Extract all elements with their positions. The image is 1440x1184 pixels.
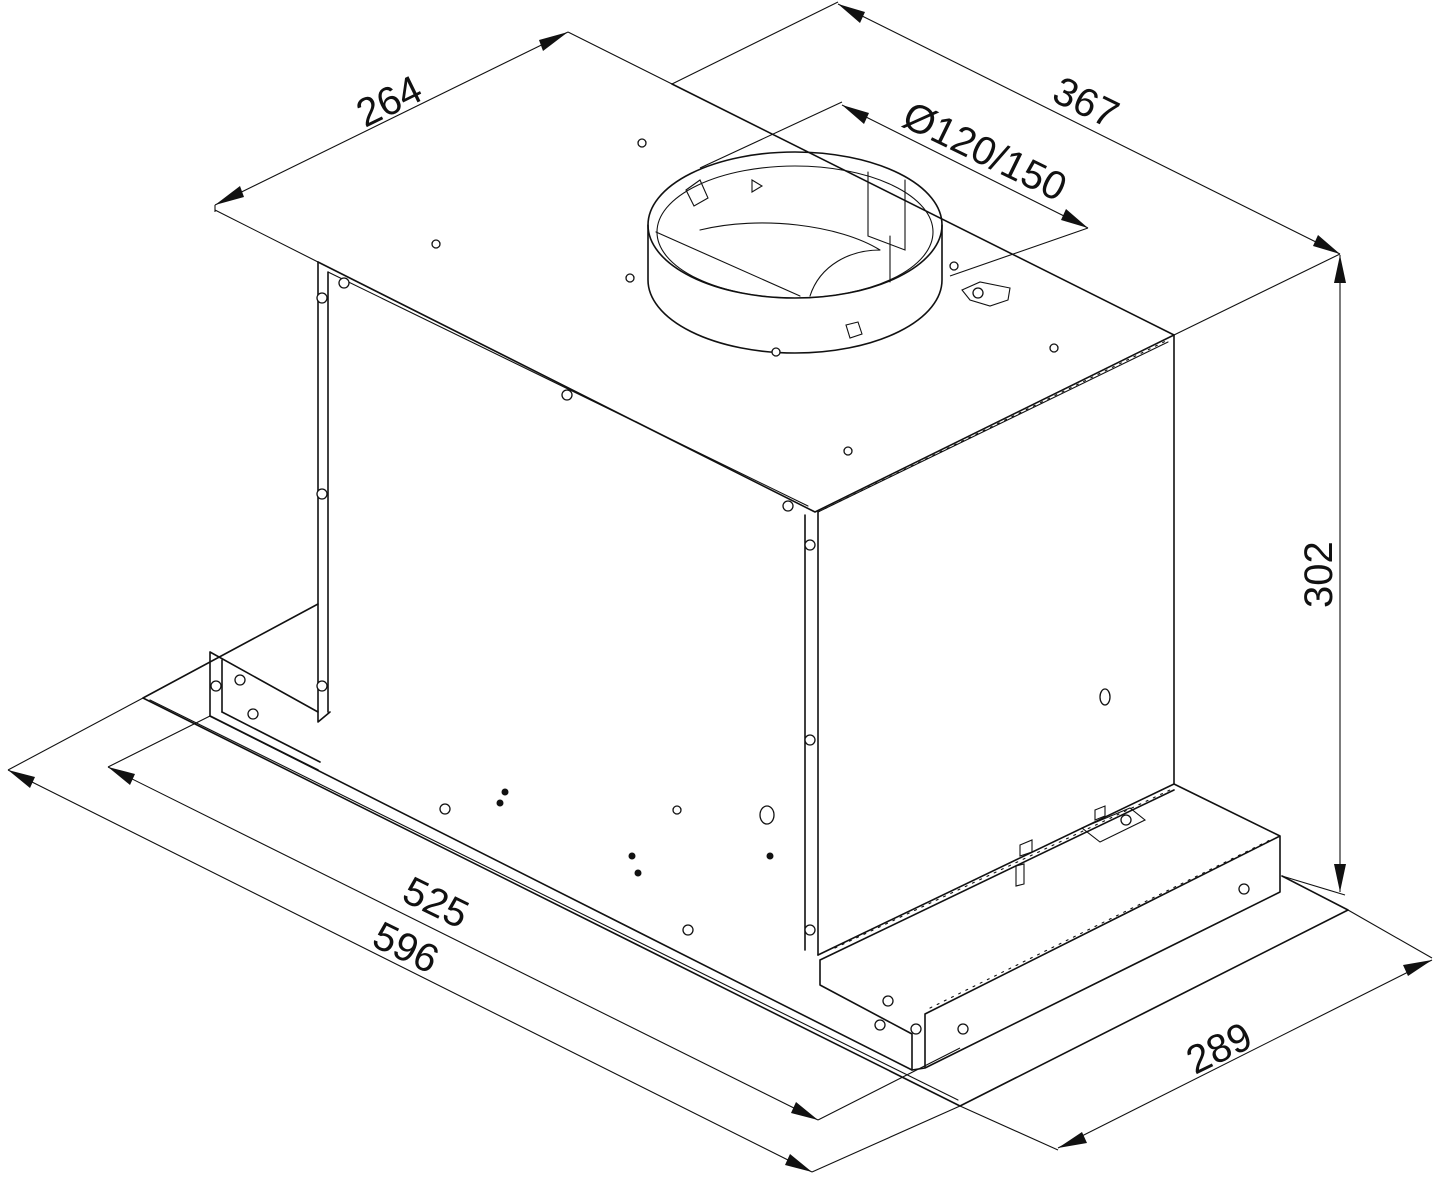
arrow (1058, 1132, 1087, 1148)
clamp-hole (972, 287, 984, 299)
mounting-hole (759, 805, 775, 825)
rivet (1238, 883, 1250, 895)
rivet (672, 805, 682, 815)
dim-duct-label: Ø120/150 (896, 94, 1073, 211)
dim-264-line (214, 31, 673, 263)
fasteners (210, 138, 1250, 1035)
rivet (843, 446, 853, 456)
rivet (637, 138, 647, 148)
top-panel-front-edge (327, 271, 1169, 513)
dim-289-label: 289 (1180, 1014, 1259, 1083)
arrow (1403, 960, 1432, 976)
collar-clip (685, 179, 764, 207)
arrow (108, 767, 135, 785)
rivet (1049, 343, 1059, 353)
collar-inner-wall (655, 171, 906, 297)
hood-outline (142, 83, 1349, 1107)
rivet (910, 1023, 922, 1035)
dim-duct-line (699, 101, 1089, 277)
rivet (949, 261, 959, 271)
rivet (625, 273, 635, 283)
top-panel (317, 83, 1175, 513)
dim-596-line (7, 697, 961, 1173)
dimension-labels: 264 367 302 Ø120/150 525 596 289 (350, 67, 1341, 1083)
dim-367-line (671, 1, 1341, 336)
mounting-hole (1099, 688, 1111, 706)
rivet (316, 680, 328, 692)
collar-flap (699, 222, 881, 297)
arrow (215, 186, 244, 205)
dimension-arrows (8, 4, 1432, 1172)
rivet (874, 1019, 886, 1031)
rivet (804, 539, 816, 551)
rivet (882, 995, 894, 1007)
screw (1015, 863, 1025, 887)
rivet (439, 803, 451, 815)
clamp-tab (961, 281, 1011, 307)
dim-302-label: 302 (1297, 541, 1341, 608)
dim-525-line (107, 715, 961, 1121)
arrow (1313, 235, 1340, 254)
bracket (1019, 805, 1147, 857)
rivet (957, 1023, 969, 1035)
dim-264-label: 264 (350, 67, 429, 136)
front-flange-left (317, 261, 331, 723)
duct-collar (647, 151, 1011, 354)
rivet (561, 389, 573, 401)
dim-289-line (959, 909, 1433, 1151)
base-plate (142, 603, 1349, 1107)
arrow (1061, 209, 1088, 228)
arrow (838, 4, 865, 23)
pin-hole (634, 869, 642, 877)
rail-dotted-edge (817, 339, 1271, 1009)
rivet (771, 347, 781, 357)
arrow (785, 1154, 812, 1172)
dim-302-line (1281, 255, 1346, 896)
pin-hole (496, 799, 504, 807)
dimension-lines (7, 1, 1433, 1173)
rivet (804, 924, 816, 936)
arrow (539, 32, 568, 51)
arrow (1334, 255, 1346, 283)
arrow (1334, 864, 1346, 892)
rivet (338, 277, 350, 289)
pin-hole (501, 788, 509, 796)
collar-lug (845, 321, 863, 339)
bracket-hole (1120, 814, 1132, 826)
rivet (316, 488, 328, 500)
dim-367-label: 367 (1046, 69, 1125, 138)
rivet (804, 734, 816, 746)
collar-inner-rim (656, 165, 934, 299)
rivet (316, 292, 328, 304)
front-right-edge (804, 511, 819, 956)
pin-hole (766, 852, 774, 860)
rivet (782, 500, 794, 512)
rivet (210, 680, 222, 692)
arrow (842, 105, 869, 124)
right-lower-rail (817, 783, 1281, 1071)
collar-side (647, 224, 943, 354)
base-plate-inner (149, 699, 959, 1101)
arrow (8, 770, 35, 788)
pin-hole (628, 852, 636, 860)
rivet (247, 708, 259, 720)
rivet (234, 674, 246, 686)
bottom-front-strip (209, 711, 913, 1071)
rivet (682, 924, 694, 936)
arrow (791, 1102, 818, 1120)
rivet (431, 239, 441, 249)
